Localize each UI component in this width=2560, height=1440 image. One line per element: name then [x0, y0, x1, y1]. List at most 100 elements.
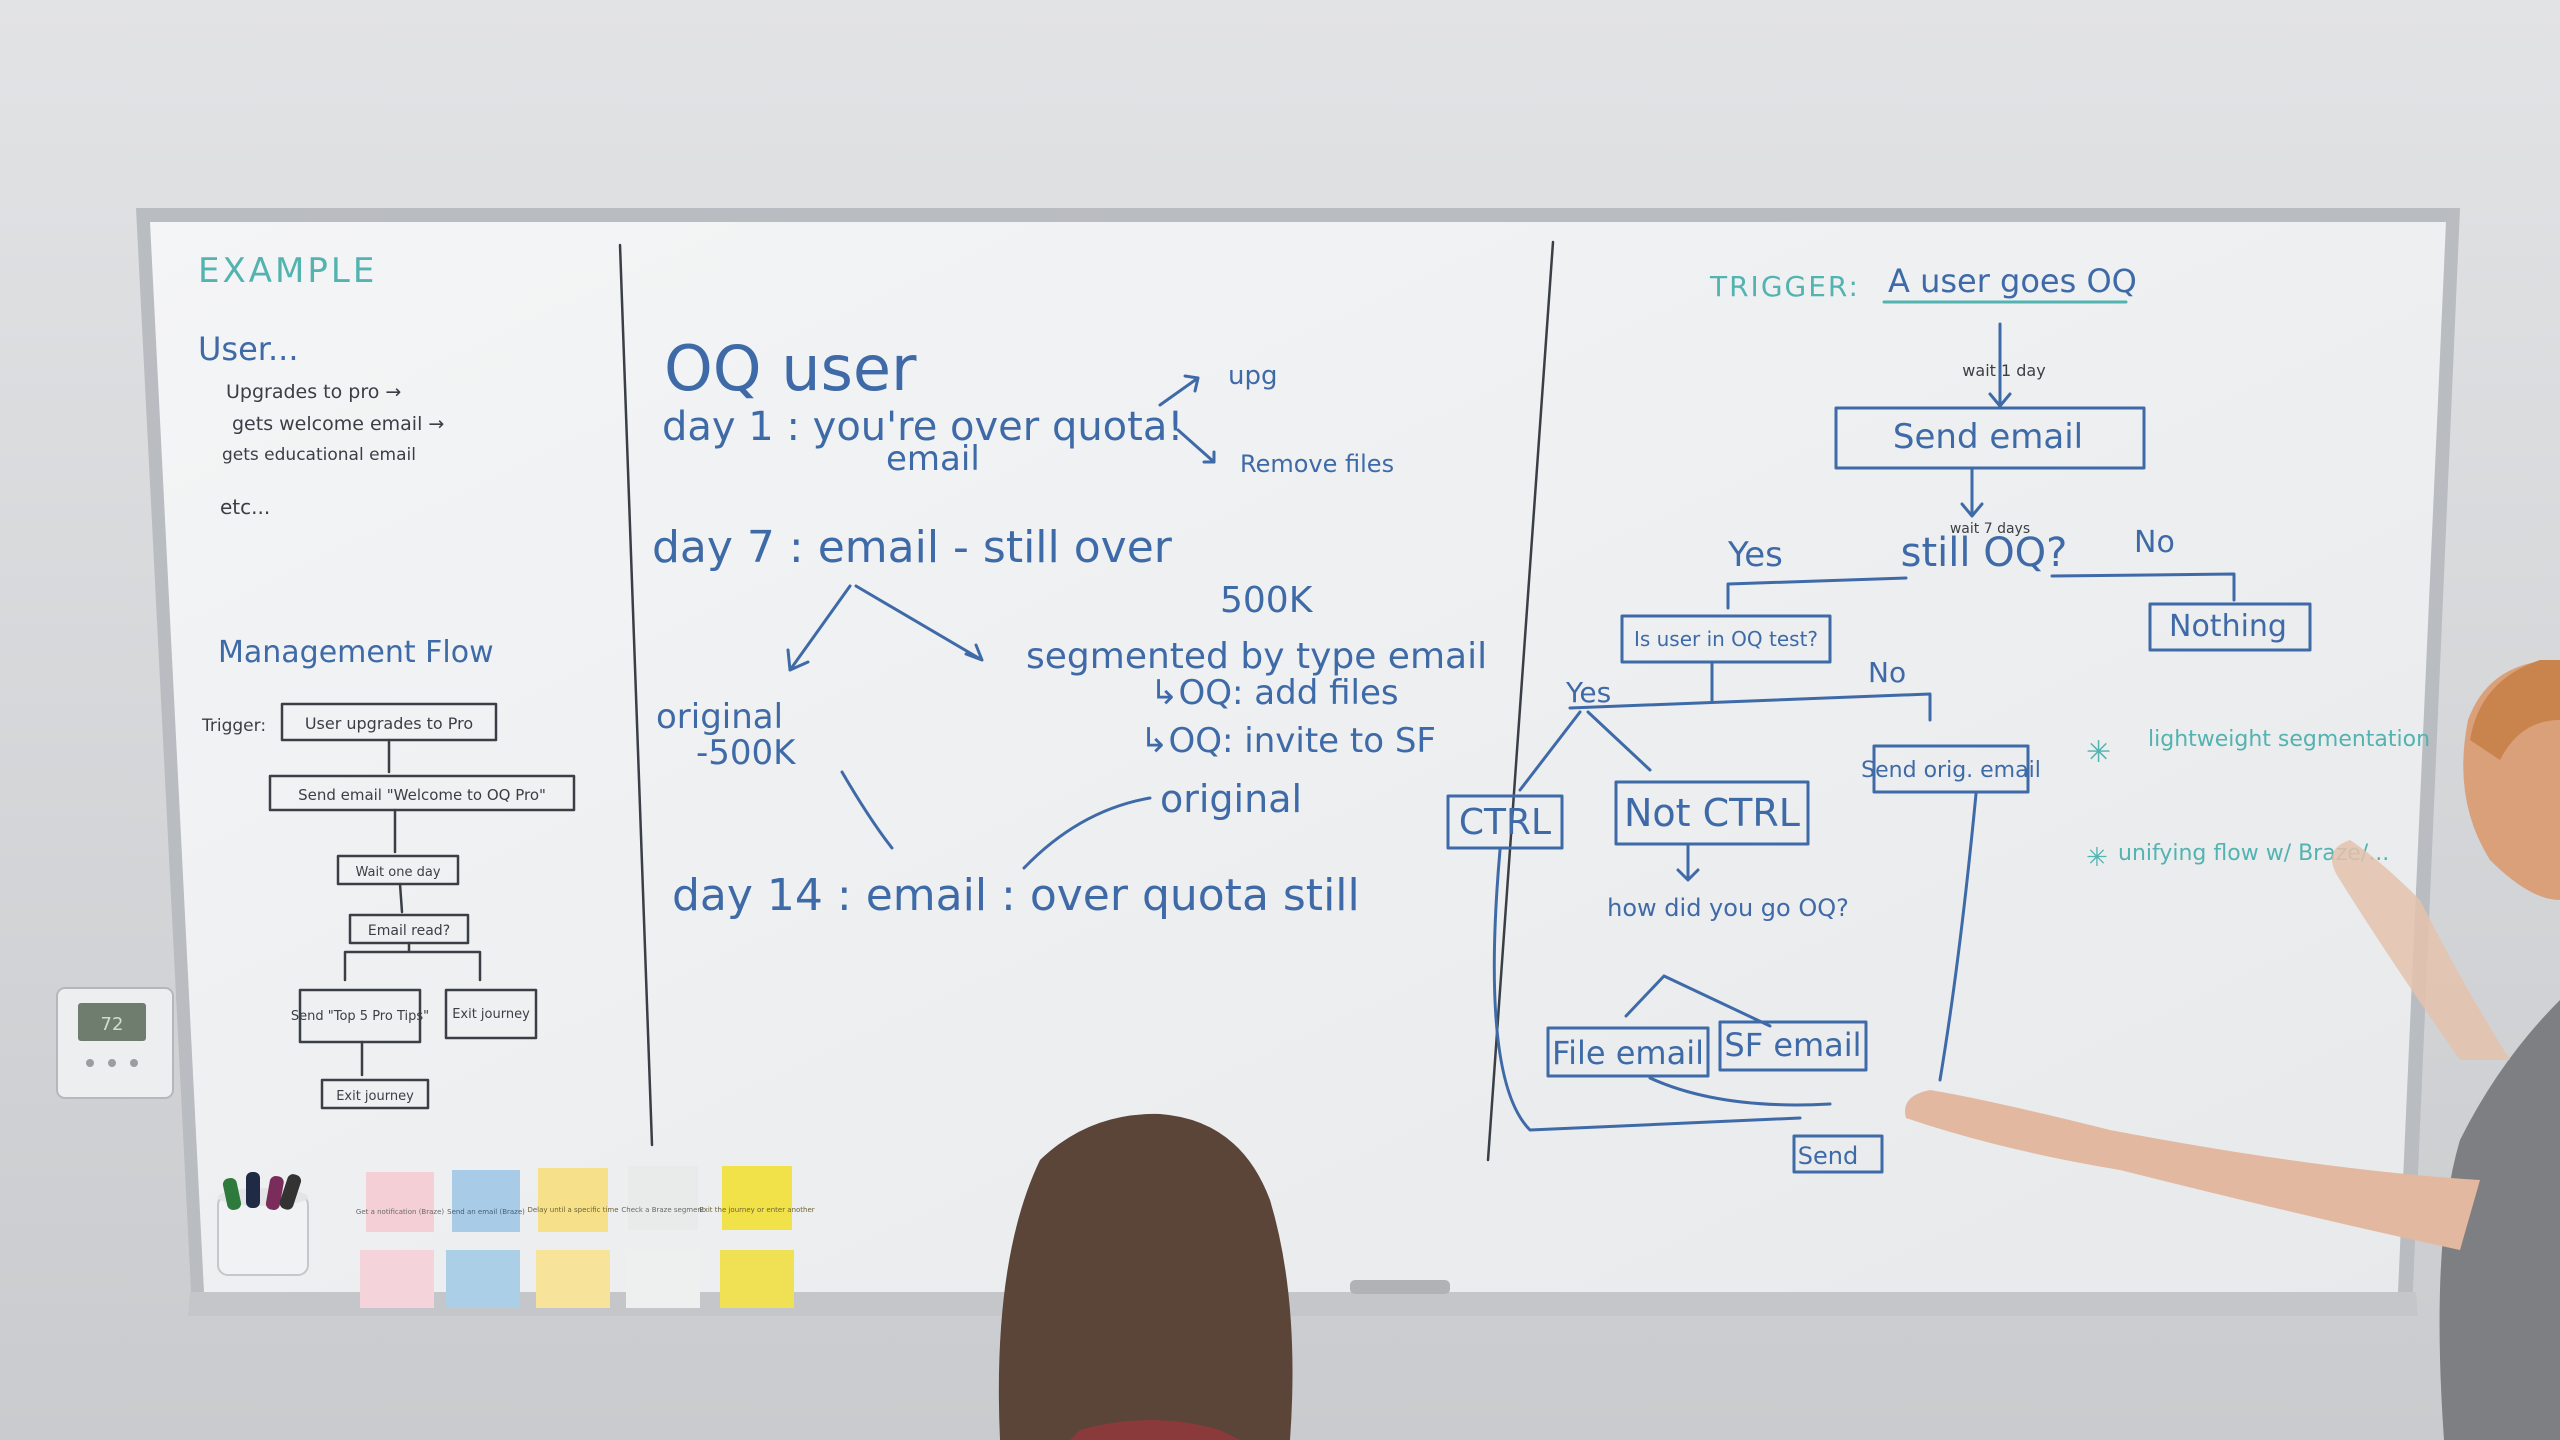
size-500k: 500K [1220, 580, 1314, 621]
branch-yes [1726, 576, 1908, 610]
send-email-box [1834, 406, 2146, 470]
trigger-box-text: User upgrades to Pro [305, 714, 473, 733]
remove-files-label: Remove files [1240, 450, 1394, 478]
etc-label: etc... [220, 495, 270, 519]
teal-star-2: ✳ [2086, 843, 2108, 873]
is-user-test-box [1620, 614, 1832, 664]
sticky-note-1 [366, 1172, 434, 1232]
send-welcome-box [268, 774, 576, 812]
send-email-text: Send email [1893, 417, 2083, 457]
exit-journey-text: Exit journey [452, 1007, 530, 1022]
send-welcome-text: Send email "Welcome to OQ Pro" [298, 786, 546, 804]
arrow-remove [1176, 428, 1216, 464]
no2-label: No [1868, 656, 1906, 689]
sticky-notes: Get a notification (Braze) Send an email… [356, 1166, 815, 1308]
no-label: No [2134, 525, 2175, 560]
oq-user-title: OQ user [664, 332, 917, 405]
wait-1-day: wait 1 day [1962, 361, 2045, 380]
send-orig-box [1872, 744, 2030, 794]
marker-cup [217, 1172, 309, 1276]
original-500k: -500K [696, 733, 797, 773]
original-label-1: original [656, 697, 783, 737]
whiteboard [136, 208, 2460, 1316]
day14-line: day 14 : email : over quota still [672, 870, 1360, 921]
send-bottom-box [1792, 1134, 1884, 1174]
upgrade-label: upg [1228, 361, 1278, 391]
line-orig-down [1938, 792, 1978, 1082]
arrow-upgrade [1158, 374, 1200, 407]
invite-sf-label: ↳OQ: invite to SF [1140, 721, 1436, 761]
line-ctrl-merge [1492, 848, 1802, 1132]
sticky-note-2 [452, 1170, 520, 1232]
svg-text:Get a notification (Braze): Get a notification (Braze) [356, 1208, 444, 1216]
day7-line: day 7 : email - still over [652, 522, 1173, 573]
line-file-merge [1648, 1076, 1832, 1107]
sf-email-box [1718, 1020, 1868, 1072]
not-ctrl-box [1614, 780, 1810, 846]
arrow-segmented [854, 584, 984, 662]
svg-text:Check a Braze segment: Check a Braze segment [621, 1206, 704, 1214]
nothing-box [2148, 602, 2312, 652]
file-email-box [1546, 1026, 1710, 1078]
svg-text:Delay until a specific time: Delay until a specific time [527, 1206, 618, 1214]
how-oq-text: how did you go OQ? [1607, 894, 1849, 922]
arrow-trigger-send [1988, 322, 2012, 408]
yes-label: Yes [1727, 535, 1783, 575]
marker-on-tray [1350, 1280, 1450, 1294]
not-ctrl-text: Not CTRL [1624, 791, 1800, 835]
thermostat-display: 72 [101, 1014, 124, 1035]
teal-note-1: lightweight segmentation [2148, 727, 2430, 752]
branch-no [2050, 572, 2236, 602]
day1-line: day 1 : you're over quota! [662, 404, 1183, 450]
wait-7-days: wait 7 days [1950, 521, 2030, 537]
add-files-label: ↳OQ: add files [1150, 673, 1399, 713]
management-flow-title: Management Flow [218, 635, 494, 670]
teal-star-1: ✳ [2086, 735, 2111, 770]
sticky-note-4 [628, 1166, 698, 1230]
sticky-note-3 [538, 1168, 608, 1232]
exit-box [320, 1078, 430, 1110]
ctrl-text: CTRL [1459, 802, 1551, 843]
still-oq-text: still OQ? [1901, 530, 2068, 576]
send-orig-text: Send orig. email [1861, 758, 2041, 783]
wait-day-text: Wait one day [355, 865, 440, 880]
trigger-label: Trigger: [201, 716, 266, 736]
svg-text:Exit the journey or enter anot: Exit the journey or enter another [699, 1206, 815, 1214]
yes2-label: Yes [1565, 676, 1611, 709]
exit-text: Exit journey [336, 1089, 414, 1104]
trigger-label-right: TRIGGER: [1709, 270, 1860, 303]
branch-ctrl [1518, 710, 1652, 792]
user-label: User... [198, 330, 299, 368]
thermostat: 72 [56, 987, 174, 1099]
original-label-2: original [1160, 777, 1302, 821]
person-presenter [1905, 660, 2560, 1440]
segmented-label: segmented by type email [1026, 636, 1487, 677]
flow-line-2: gets welcome email → [232, 413, 444, 435]
email-read-text: Email read? [368, 923, 450, 939]
divider-right [1486, 240, 1555, 1162]
branch-test [1568, 692, 1932, 722]
exit-journey-box [444, 988, 538, 1040]
trigger-value: A user goes OQ [1888, 262, 2137, 300]
sf-email-text: SF email [1724, 1026, 1861, 1064]
send-tips-box [298, 988, 422, 1044]
arrow-original [786, 584, 852, 672]
line-original2-day14 [1022, 796, 1152, 870]
nothing-text: Nothing [2169, 609, 2287, 644]
sticky-note-5 [722, 1166, 792, 1230]
flow-line-3: gets educational email [222, 445, 416, 465]
branch-how [1624, 974, 1772, 1028]
day1-email: email [886, 439, 980, 479]
svg-text:Send an email (Braze): Send an email (Braze) [447, 1208, 525, 1216]
is-user-test-text: Is user in OQ test? [1634, 627, 1818, 651]
file-email-text: File email [1552, 1034, 1704, 1072]
wait-day-box [336, 854, 460, 886]
send-bottom-text: Send [1798, 1142, 1858, 1170]
send-tips-text: Send "Top 5 Pro Tips" [291, 1009, 429, 1024]
flow-line-1: Upgrades to pro → [226, 381, 401, 403]
arrow-send-still [1960, 468, 1984, 518]
ctrl-box [1446, 794, 1564, 850]
example-title: EXAMPLE [198, 251, 377, 291]
line-original-day14 [840, 770, 894, 850]
